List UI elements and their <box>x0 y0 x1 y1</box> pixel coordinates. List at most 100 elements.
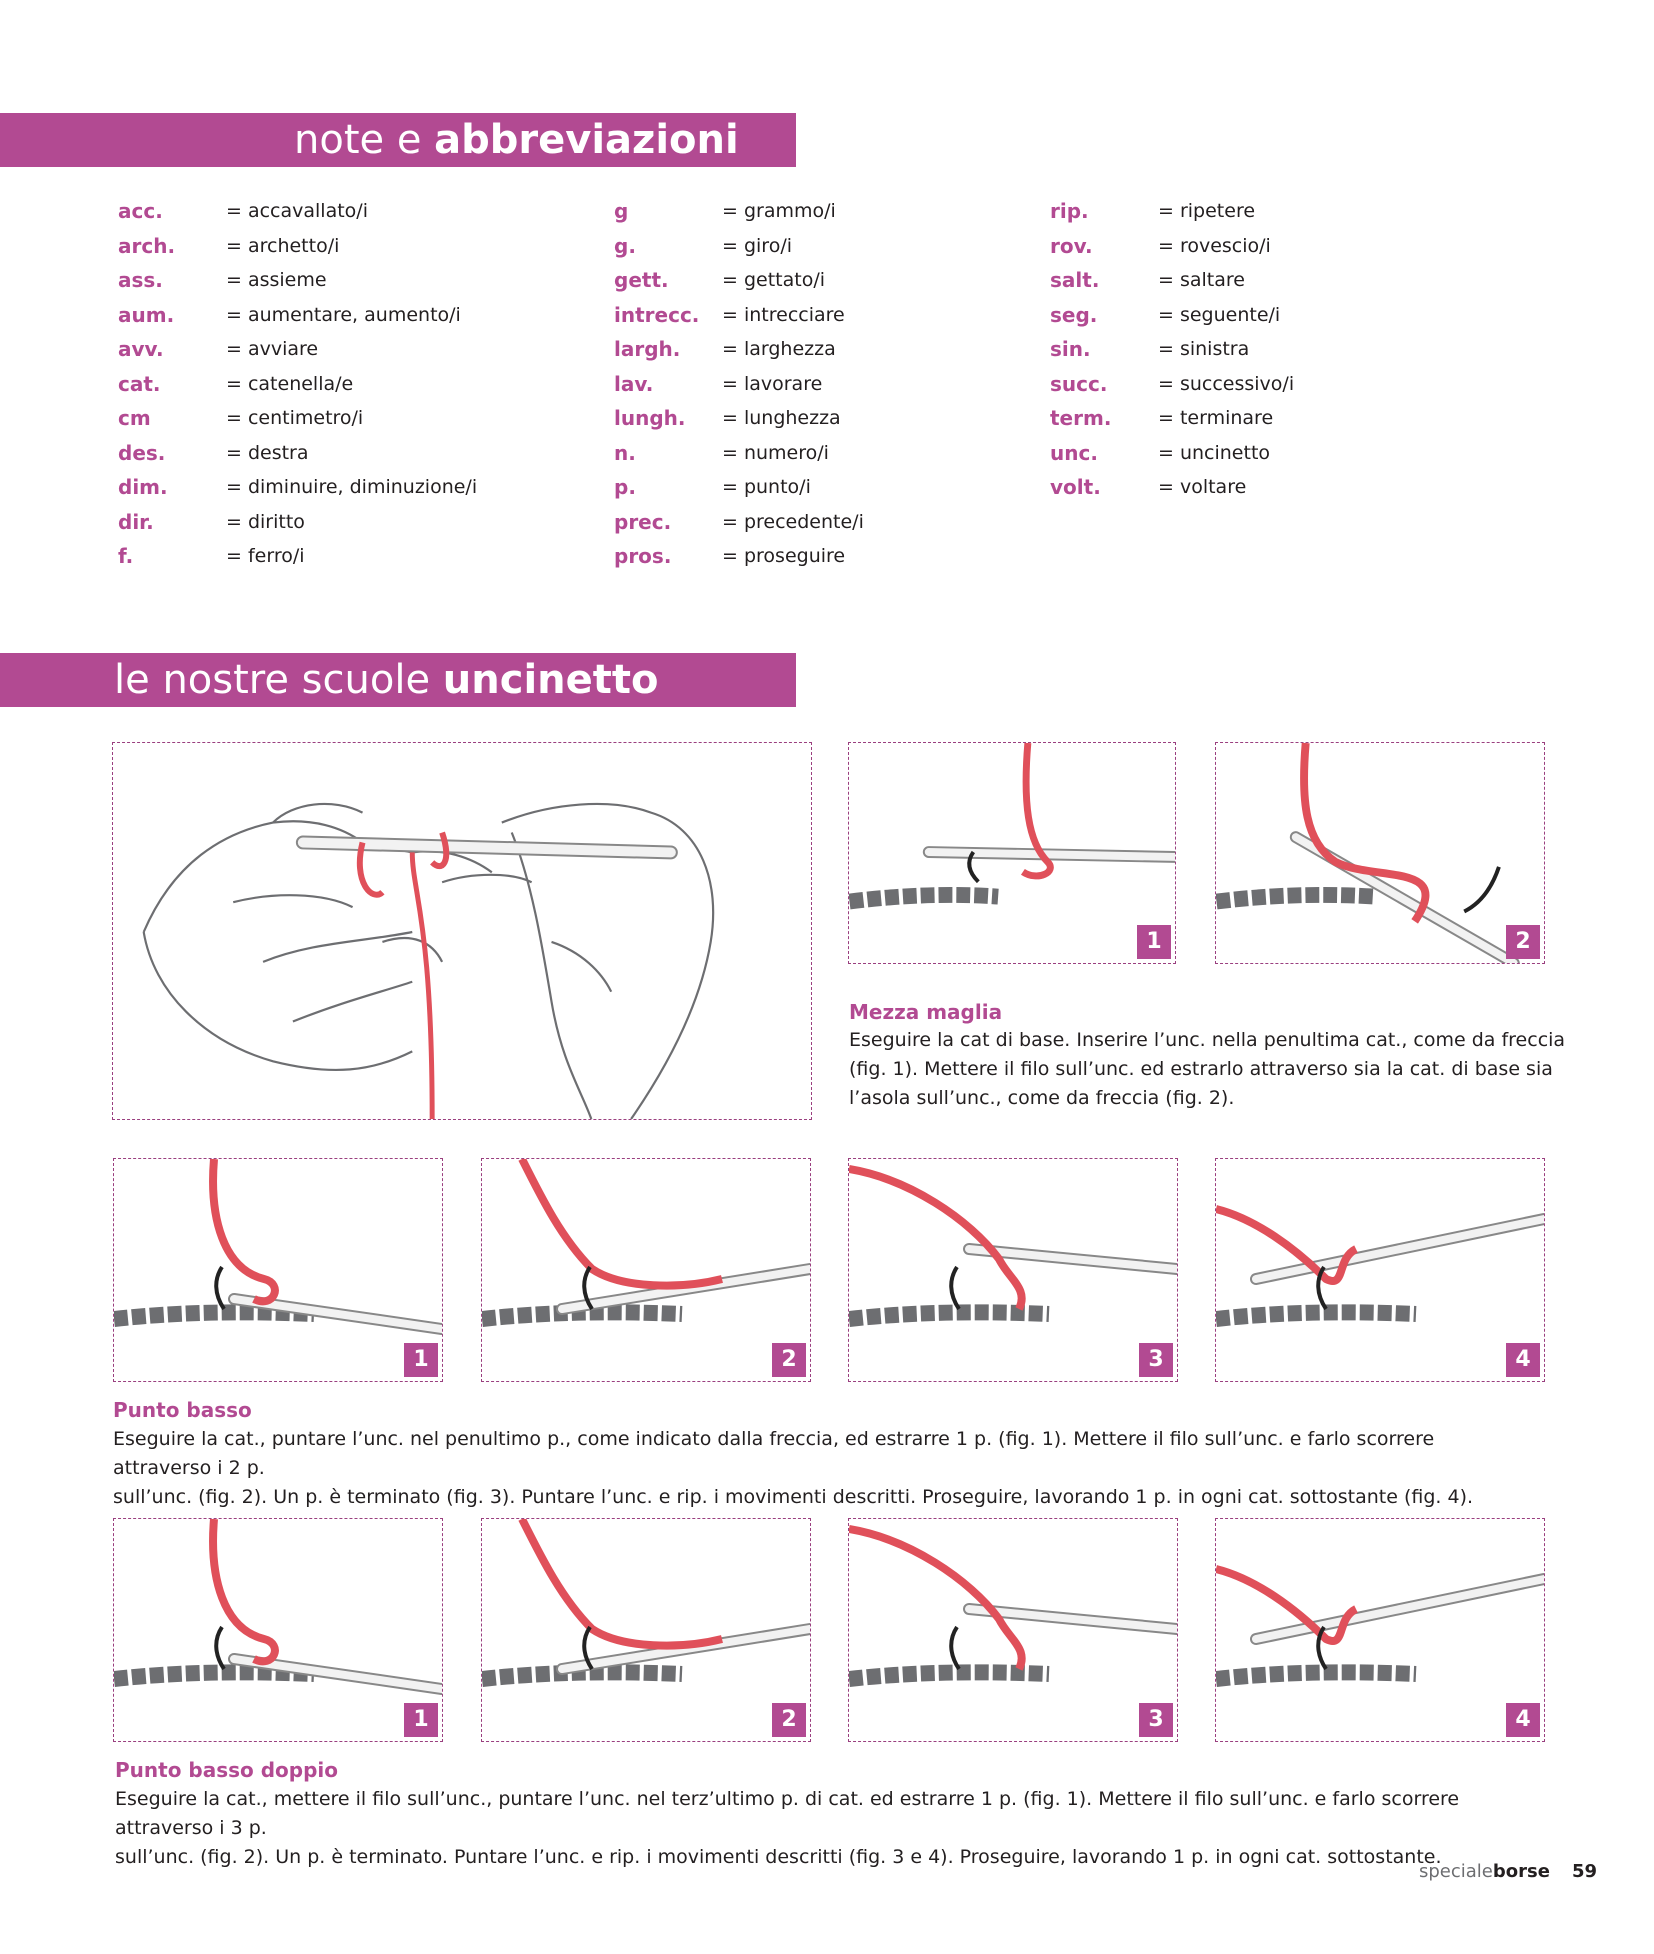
punto-basso-fig-1: 1 <box>113 1158 443 1382</box>
abbreviation-key: acc. <box>118 199 163 223</box>
figure-number: 1 <box>1137 925 1171 959</box>
figure-number: 2 <box>772 1703 806 1737</box>
punto-basso-fig-2: 2 <box>481 1158 811 1382</box>
crochet-step-drawing <box>849 1165 1177 1327</box>
abbreviation-key: seg. <box>1050 302 1098 327</box>
abbreviation-meaning: = lavorare <box>722 372 823 395</box>
abbreviation-meaning: = archetto/i <box>226 234 340 257</box>
figure-number: 4 <box>1506 1343 1540 1377</box>
abbreviation-key: des. <box>118 440 166 465</box>
abbreviation-key: p. <box>614 475 636 499</box>
abbreviation-meaning: = giro/i <box>722 234 792 257</box>
abbreviation-meaning: = terminare <box>1158 407 1274 429</box>
punto-basso-doppio-title: Punto basso doppio <box>115 1758 339 1782</box>
abbreviation-meaning: = larghezza <box>722 338 836 360</box>
crochet-step-drawing <box>114 1159 442 1335</box>
abbreviation-meaning: = uncinetto <box>1158 441 1271 464</box>
abbreviation-key: prec. <box>614 509 672 534</box>
abbreviation-meaning: = diritto <box>226 510 305 533</box>
punto-basso-fig-4: 4 <box>1215 1158 1545 1382</box>
punto-basso-fig-3: 3 <box>848 1158 1178 1382</box>
abbreviation-key: sin. <box>1050 337 1091 361</box>
abbreviation-key: g. <box>614 233 636 258</box>
abbreviation-key: avv. <box>118 337 164 361</box>
punto-basso-doppio-fig-3: 3 <box>848 1518 1178 1742</box>
abbreviation-key: dir. <box>118 509 154 534</box>
abbreviation-meaning: = catenella/e <box>226 372 354 395</box>
abbreviation-key: f. <box>118 544 134 568</box>
mezza-maglia-fig-2: 2 <box>1215 742 1545 964</box>
abbreviation-key: salt. <box>1050 268 1100 292</box>
abbreviation-key: aum. <box>118 302 175 327</box>
punto-basso-doppio-fig-1: 1 <box>113 1518 443 1742</box>
abbreviation-meaning: = ferro/i <box>226 545 305 567</box>
abbreviation-key: rip. <box>1050 199 1089 223</box>
abbreviation-meaning: = punto/i <box>722 476 811 498</box>
abbreviation-meaning: = successivo/i <box>1158 372 1295 395</box>
crochet-step-drawing <box>849 1525 1177 1687</box>
figure-number: 4 <box>1506 1703 1540 1737</box>
abbreviation-meaning: = gettato/i <box>722 269 826 291</box>
crochet-step-drawing <box>114 1519 442 1695</box>
figure-number: 1 <box>404 1343 438 1377</box>
crochet-step-drawing <box>1216 1565 1544 1687</box>
abbreviation-meaning: = voltare <box>1158 476 1247 498</box>
abbreviation-meaning: = centimetro/i <box>226 407 364 429</box>
mezza-maglia-fig-1: 1 <box>848 742 1176 964</box>
abbreviation-meaning: = sinistra <box>1158 338 1250 360</box>
abbreviation-meaning: = ripetere <box>1158 200 1256 222</box>
abbreviation-meaning: = lunghezza <box>722 407 841 429</box>
abbreviation-meaning: = rovescio/i <box>1158 234 1271 257</box>
abbreviations-title: note e abbreviazioni <box>0 113 796 167</box>
abbreviation-key: lungh. <box>614 406 686 430</box>
punto-basso-doppio-description: Eseguire la cat., mettere il filo sull’u… <box>115 1788 1460 1868</box>
abbreviation-key: largh. <box>614 337 681 361</box>
crochet-step-drawing <box>482 1519 810 1687</box>
abbreviation-meaning: = accavallato/i <box>226 200 368 222</box>
abbreviation-key: cat. <box>118 371 161 396</box>
mezza-maglia-description: Eseguire la cat di base. Inserire l’unc.… <box>849 1029 1566 1109</box>
abbreviation-meaning: = numero/i <box>722 441 829 464</box>
magazine-name-light: speciale <box>1419 1861 1493 1882</box>
abbreviation-key: unc. <box>1050 440 1098 465</box>
abbreviation-key: g <box>614 199 629 223</box>
abbreviation-key: intrecc. <box>614 302 700 327</box>
crochet-step-drawing <box>849 743 1175 910</box>
hands-holding-hook-illustration <box>112 742 812 1120</box>
abbreviation-meaning: = avviare <box>226 338 319 360</box>
figure-number: 3 <box>1139 1343 1173 1377</box>
abbreviation-meaning: = grammo/i <box>722 200 836 222</box>
abbreviation-key: pros. <box>614 544 672 568</box>
crochet-step-drawing <box>482 1159 810 1327</box>
page-number: 59 <box>1571 1861 1598 1882</box>
punto-basso-description: Eseguire la cat., puntare l’unc. nel pen… <box>113 1428 1474 1508</box>
abbreviation-meaning: = seguente/i <box>1158 303 1281 326</box>
abbreviation-meaning: = precedente/i <box>722 510 864 533</box>
school-title: le nostre scuole uncinetto <box>0 653 796 707</box>
punto-basso-doppio-fig-2: 2 <box>481 1518 811 1742</box>
abbreviation-key: dim. <box>118 475 168 499</box>
abbreviation-key: term. <box>1050 406 1112 430</box>
punto-basso-doppio-fig-4: 4 <box>1215 1518 1545 1742</box>
abbreviation-key: ass. <box>118 268 163 292</box>
abbreviation-key: arch. <box>118 233 176 258</box>
figure-number: 3 <box>1139 1703 1173 1737</box>
figure-number: 1 <box>404 1703 438 1737</box>
abbreviation-meaning: = assieme <box>226 269 327 291</box>
abbreviation-key: volt. <box>1050 475 1101 499</box>
crochet-step-drawing <box>1216 743 1520 963</box>
abbreviation-key: rov. <box>1050 233 1093 258</box>
magazine-name-bold: borse <box>1492 1861 1550 1882</box>
abbreviation-key: n. <box>614 440 636 465</box>
page-footer: specialeborse 59 <box>1419 1861 1597 1882</box>
abbreviation-meaning: = destra <box>226 441 309 464</box>
abbreviation-meaning: = diminuire, diminuzione/i <box>226 476 478 498</box>
abbreviation-meaning: = intrecciare <box>722 303 845 326</box>
figure-number: 2 <box>772 1343 806 1377</box>
abbreviation-key: cm <box>118 406 151 430</box>
mezza-maglia-title: Mezza maglia <box>849 1000 1003 1024</box>
abbreviation-meaning: = proseguire <box>722 545 846 567</box>
punto-basso-title: Punto basso <box>113 1398 252 1422</box>
hands-drawing <box>142 802 715 1119</box>
abbreviation-key: succ. <box>1050 371 1108 396</box>
